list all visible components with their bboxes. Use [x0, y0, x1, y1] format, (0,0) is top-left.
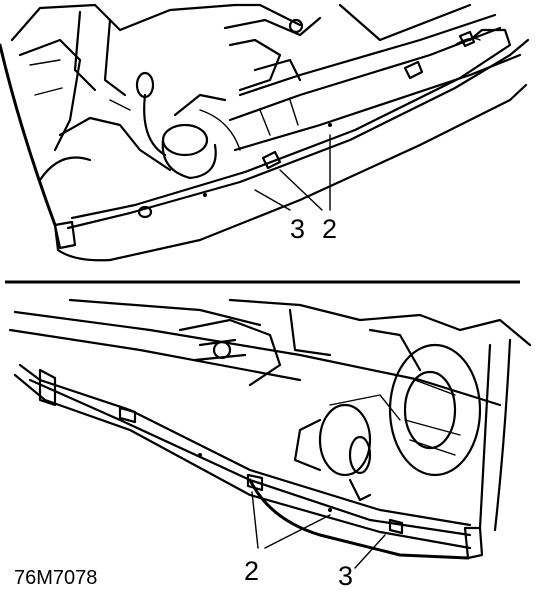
leader-lines-top: [254, 134, 331, 211]
callout-2-bottom: 2: [244, 556, 259, 586]
undertray-rail-top: [0, 28, 530, 262]
water-pump-bottom: [293, 394, 401, 502]
leader-lines-bottom: [251, 491, 386, 569]
callout-3-top: 3: [290, 214, 305, 244]
clips-bottom: [118, 406, 404, 535]
top-view: 3 2: [0, 3, 530, 262]
bottom-view: 2 3: [8, 298, 532, 591]
clips-top: [137, 30, 476, 219]
water-pump-top: [161, 93, 241, 180]
callout-3-bottom: 3: [338, 561, 353, 591]
callout-2-top: 2: [322, 214, 337, 244]
pulley-bottom: [388, 343, 482, 477]
undertray-rail-bottom: [13, 363, 484, 560]
chassis-frame-bottom: [478, 338, 512, 532]
engine-bay-structure-bottom: [8, 298, 532, 407]
figure-reference: 76M7078: [14, 567, 97, 589]
engine-block-top: [10, 3, 237, 182]
